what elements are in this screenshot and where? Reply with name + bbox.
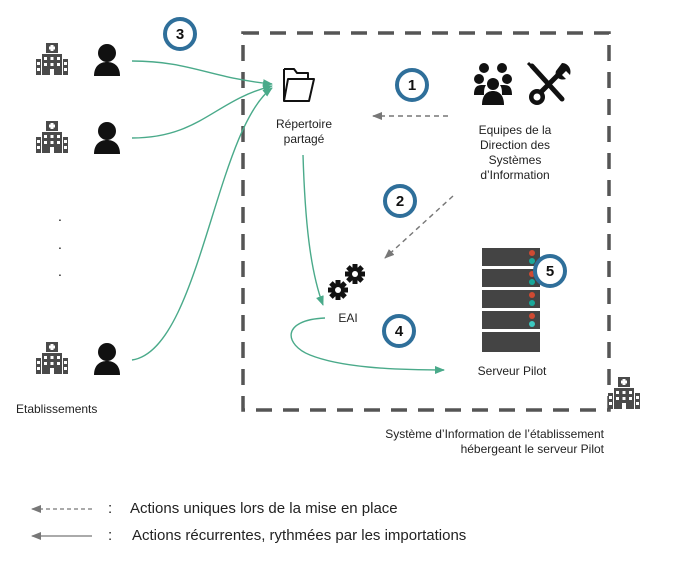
legend-dashed-text: Actions uniques lors de la mise en place	[130, 500, 398, 517]
flow-establishment-1	[131, 60, 273, 88]
shared-folder-label: Répertoire partagé	[262, 117, 346, 147]
legend-solid-separator: :	[108, 527, 113, 544]
flow-establishment-3	[131, 87, 273, 361]
action-dsi-to-eai	[384, 195, 454, 259]
user-icon	[94, 44, 120, 76]
system-caption-line1: Système d’Information de l’établissement	[385, 427, 604, 441]
hospital-icon	[36, 121, 68, 153]
system-caption-line2: hébergeant le serveur Pilot	[460, 442, 604, 456]
server-label: Serveur Pilot	[477, 364, 547, 378]
user-icon	[94, 343, 120, 375]
system-boundary	[241, 31, 611, 412]
step-badge-4: 4	[382, 314, 416, 348]
hospital-icon	[36, 43, 68, 75]
flow-establishment-2	[131, 84, 273, 139]
flow-folder-to-eai	[302, 154, 324, 306]
dsi-label: Equipes de la Direction des Systèmes d’I…	[465, 123, 565, 183]
legend-solid-text: Actions récurrentes, rythmées par les im…	[132, 527, 467, 544]
establishments-label: Etablissements	[16, 402, 98, 416]
eai-label: EAI	[338, 311, 358, 325]
legend-dashed-separator: :	[108, 500, 113, 517]
tools-icon	[526, 61, 571, 105]
flow-eai-to-server	[290, 317, 445, 374]
step-badge-2: 2	[383, 184, 417, 218]
team-icon	[474, 63, 512, 105]
step-badge-5: 5	[533, 254, 567, 288]
shared-folder-label-line1: Répertoire	[275, 117, 333, 131]
hospital-icon	[36, 342, 68, 374]
dsi-label-line1: Equipes de la	[478, 123, 552, 137]
folder-icon	[283, 68, 315, 102]
user-icon	[94, 122, 120, 154]
gears-icon	[328, 264, 365, 300]
step-badge-3: 3	[163, 17, 197, 51]
dsi-label-line3: Systèmes	[488, 153, 542, 167]
dsi-label-line4: d’Information	[480, 168, 550, 182]
ellipsis-dot: .	[58, 263, 62, 279]
step-badge-1: 1	[395, 68, 429, 102]
server-icon	[482, 248, 540, 352]
host-hospital-icon	[608, 377, 640, 409]
dsi-label-line2: Direction des	[479, 138, 551, 152]
shared-folder-label-line2: partagé	[283, 132, 325, 146]
ellipsis-dot: .	[58, 236, 62, 252]
ellipsis-dot: .	[58, 208, 62, 224]
system-caption: Système d’Information de l’établissement…	[340, 427, 604, 457]
